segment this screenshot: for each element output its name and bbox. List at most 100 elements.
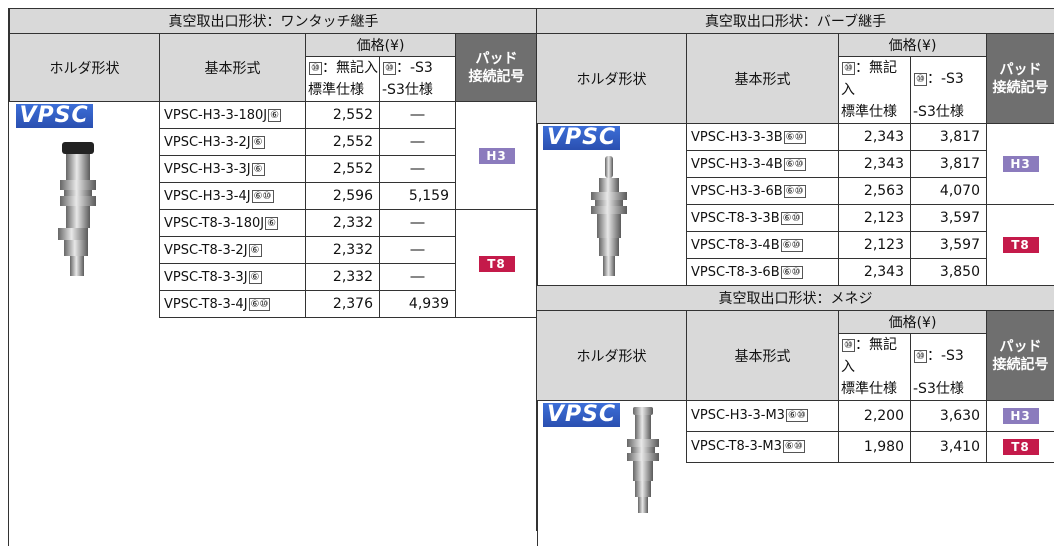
pad-badge-cell: T8: [985, 204, 1054, 286]
vpsc-label: VPSC: [543, 403, 621, 427]
option-code-icon: ⑥⑩: [783, 157, 806, 171]
s3-price: ―: [379, 155, 456, 183]
model-name: VPSC-T8-3-2J: [164, 242, 248, 258]
model-name: VPSC-T8-3-4J: [164, 296, 248, 312]
option-code-icon: ⑥⑩: [780, 211, 803, 225]
empty-area: [687, 462, 1054, 531]
option-code-icon: ⑥⑩: [780, 265, 803, 279]
model-name: VPSC-H3-3-6B: [691, 183, 783, 199]
std-price: 2,123: [838, 231, 911, 259]
section-title: 真空取出口形状：ワンタッチ継手: [8, 8, 539, 34]
std-price: 2,563: [838, 177, 911, 205]
std-price: 2,596: [305, 182, 380, 210]
price-header: 価格(¥): [838, 310, 987, 334]
model-header: 基本形式: [686, 33, 839, 124]
s3-header-line1: ⑩：-S3: [379, 56, 456, 79]
section-title: 真空取出口形状：バーブ継手: [535, 8, 1054, 34]
holder-cell: VPSC: [536, 400, 687, 531]
s3-header-line1: ⑩：-S3: [910, 333, 987, 378]
pad-header: パッド 接続記号: [985, 310, 1054, 401]
s3-text: ：-S3: [926, 348, 964, 364]
s3-price: ―: [379, 236, 456, 264]
s3-price: ―: [379, 128, 456, 156]
std-header-line2: 標準仕様: [838, 378, 911, 401]
model-name: VPSC-H3-3-2J: [164, 134, 251, 150]
s3-price: 3,597: [910, 204, 987, 232]
s3-price: 3,817: [910, 150, 987, 178]
spec-code-icon: ⑩: [914, 349, 927, 363]
pad-header-line2: 接続記号: [992, 79, 1049, 96]
std-text: ：無記入: [841, 60, 897, 98]
s3-header-line2: -S3仕様: [379, 79, 456, 102]
model-name: VPSC-T8-3-3J: [164, 269, 248, 285]
barb-table: 真空取出口形状：バーブ継手 ホルダ形状 基本形式 価格(¥) パッド 接続記号 …: [535, 8, 1054, 531]
model-header: 基本形式: [159, 33, 306, 102]
model-name: VPSC-H3-3-4B: [691, 156, 783, 172]
pad-badge-h3: H3: [1002, 407, 1039, 424]
s3-price: 3,410: [910, 430, 987, 463]
option-code-icon: ⑥⑩: [782, 440, 805, 454]
s3-price: ―: [379, 263, 456, 291]
option-code-icon: ⑥: [248, 243, 262, 257]
pad-badge-h3: H3: [478, 147, 515, 164]
model-name: VPSC-H3-3-M3: [691, 408, 785, 424]
pad-badge-cell: H3: [985, 400, 1054, 432]
std-price: 2,332: [305, 209, 380, 237]
option-code-icon: ⑥: [251, 135, 265, 149]
std-price: 2,376: [305, 290, 380, 318]
s3-price: 3,630: [910, 400, 987, 432]
model-name: VPSC-T8-3-M3: [691, 439, 782, 455]
s3-text: ：-S3: [395, 60, 433, 76]
option-code-icon: ⑥: [248, 270, 262, 284]
s3-header-line1: ⑩：-S3: [910, 56, 987, 101]
option-code-icon: ⑥: [268, 108, 282, 122]
std-price: 1,980: [838, 430, 911, 463]
s3-price: 3,850: [910, 258, 987, 286]
pad-badge-cell: T8: [985, 430, 1054, 463]
spec-code-icon: ⑩: [842, 338, 855, 352]
s3-header-line2: -S3仕様: [910, 101, 987, 124]
s3-text: ：-S3: [926, 71, 964, 87]
one-touch-fitting-panel: 真空取出口形状：ワンタッチ継手 ホルダ形状 基本形式 価格(¥) パッド 接続記…: [8, 8, 539, 546]
holder-cell: VPSC: [536, 123, 687, 286]
pad-header: パッド 接続記号: [985, 33, 1054, 124]
pad-header-line1: パッド: [475, 50, 518, 67]
std-price: 2,343: [838, 150, 911, 178]
barb-and-female-thread-panel: 真空取出口形状：バーブ継手 ホルダ形状 基本形式 価格(¥) パッド 接続記号 …: [535, 8, 1054, 546]
pad-header-line1: パッド: [999, 61, 1042, 78]
pad-badge-h3: H3: [1002, 156, 1039, 172]
model-name: VPSC-H3-3-3J: [164, 161, 251, 177]
std-price: 2,343: [838, 258, 911, 286]
std-price: 2,343: [838, 123, 911, 151]
s3-header-line2: -S3仕様: [910, 378, 987, 401]
s3-price: ―: [379, 209, 456, 237]
price-header: 価格(¥): [305, 33, 456, 57]
std-text: ：無記入: [321, 60, 378, 76]
s3-price: 4,070: [910, 177, 987, 205]
s3-price: 3,597: [910, 231, 987, 259]
spec-code-icon: ⑩: [383, 61, 396, 75]
pad-badge-cell: H3: [454, 101, 539, 210]
model-header: 基本形式: [686, 310, 839, 401]
s3-price: 5,159: [379, 182, 456, 210]
s3-price: 4,939: [379, 290, 456, 318]
vpsc-label: VPSC: [543, 126, 621, 150]
pad-header: パッド 接続記号: [454, 33, 539, 102]
pad-badge-cell: T8: [454, 209, 539, 318]
vpsc-label: VPSC: [15, 104, 93, 128]
barb-fitting-icon: [591, 156, 627, 276]
option-code-icon: ⑥⑩: [251, 189, 274, 203]
